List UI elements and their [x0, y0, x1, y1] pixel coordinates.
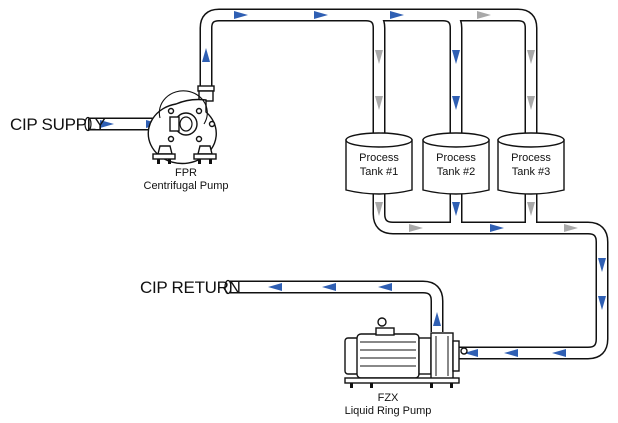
fzx-label: FZX	[378, 392, 399, 404]
process-tank-3: Process Tank #3	[497, 132, 565, 195]
flow-arrow-icon	[552, 349, 566, 357]
flow-arrow-icon	[452, 50, 460, 64]
flow-arrow-icon	[452, 202, 460, 216]
flow-arrow-icon	[527, 202, 535, 216]
flow-arrow-icon	[375, 202, 383, 216]
flow-arrow-icon	[527, 96, 535, 110]
flow-arrow-icon	[314, 11, 328, 19]
tank-1-line1: Process	[359, 152, 399, 164]
flow-arrow-icon	[527, 50, 535, 64]
fzx-liquid-ring-pump: FZX Liquid Ring Pump	[344, 317, 468, 417]
flow-arrow-icon	[564, 224, 578, 232]
cip-return-label: CIP RETURN	[140, 278, 241, 297]
flow-arrow-icon	[100, 120, 114, 128]
flow-arrow-icon	[202, 48, 210, 62]
tank-2-line1: Process	[436, 152, 476, 164]
tank-3-line2: Tank #3	[512, 166, 551, 178]
flow-arrow-icon	[375, 96, 383, 110]
flow-arrow-icon	[268, 283, 282, 291]
flow-arrow-icon	[375, 50, 383, 64]
flow-arrow-icon	[477, 11, 491, 19]
flow-arrow-icon	[464, 349, 478, 357]
fpr-centrifugal-pump: FPR Centrifugal Pump	[144, 85, 229, 192]
tank-3-line1: Process	[511, 152, 551, 164]
fzx-sublabel: Liquid Ring Pump	[345, 405, 432, 417]
flow-arrow-icon	[234, 11, 248, 19]
flow-arrow-icon	[409, 224, 423, 232]
tank-1-line2: Tank #1	[360, 166, 399, 178]
flow-arrow-icon	[378, 283, 392, 291]
flow-arrow-icon	[598, 258, 606, 272]
header-pipe	[199, 8, 538, 137]
flow-arrow-icon	[490, 224, 504, 232]
flow-arrow-icon	[433, 312, 441, 326]
return-collector-pipe	[372, 191, 609, 360]
return-pipe	[224, 279, 444, 333]
flow-arrows	[100, 11, 606, 357]
fpr-sublabel: Centrifugal Pump	[144, 180, 229, 192]
tank-2-line2: Tank #2	[437, 166, 476, 178]
cip-supply-label: CIP SUPPLY	[10, 115, 106, 134]
flow-arrow-icon	[452, 96, 460, 110]
flow-arrow-icon	[322, 283, 336, 291]
process-tank-1: Process Tank #1	[345, 132, 413, 195]
flow-arrow-icon	[504, 349, 518, 357]
flow-arrow-icon	[390, 11, 404, 19]
fpr-label: FPR	[175, 167, 197, 179]
flow-arrow-icon	[598, 296, 606, 310]
process-tank-2: Process Tank #2	[422, 132, 490, 195]
